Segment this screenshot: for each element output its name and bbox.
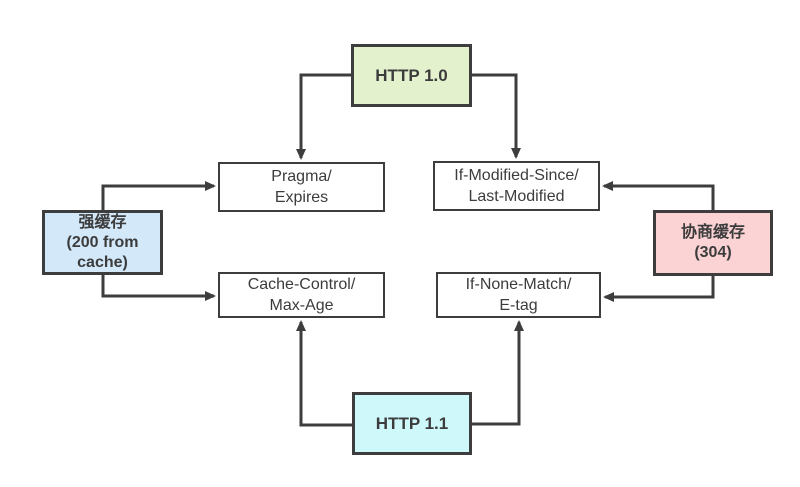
arrow-http11-to-if-none-match (472, 320, 524, 426)
arrow-strong-cache-to-pragma-expires (101, 181, 216, 210)
node-cache-control-line2: Max-Age (269, 297, 334, 314)
node-if-none-match-line2: E-tag (499, 297, 538, 314)
node-strong-cache: 强缓存 (200 from cache) (42, 210, 163, 275)
node-cache-control-line1: Cache-Control/ (247, 276, 356, 293)
node-pragma-expires-line1: Pragma/ (271, 168, 332, 185)
node-negotiate-cache-line2: (304) (694, 244, 732, 261)
node-cache-control: Cache-Control/ Max-Age (218, 272, 385, 318)
arrow-negotiate-cache-to-if-none-match (603, 276, 715, 302)
node-pragma-expires-line2: Expires (274, 189, 329, 206)
node-strong-cache-line1: 强缓存 (78, 213, 127, 231)
node-negotiate-cache-line1: 协商缓存 (680, 224, 745, 241)
node-if-modified-since: If-Modified-Since/ Last-Modified (433, 161, 600, 211)
node-http-1-1-label: HTTP 1.1 (375, 413, 449, 433)
node-if-modified-since-line2: Last-Modified (468, 188, 565, 205)
node-http-1-0: HTTP 1.0 (351, 44, 472, 107)
node-http-1-1: HTTP 1.1 (352, 392, 472, 455)
node-strong-cache-line3: cache) (77, 253, 128, 271)
node-if-none-match-line1: If-None-Match/ (465, 276, 572, 293)
arrow-http10-to-if-modified-since (472, 73, 521, 159)
node-if-none-match: If-None-Match/ E-tag (436, 272, 601, 318)
arrow-strong-cache-to-cache-control (101, 275, 216, 301)
arrow-http11-to-cache-control (296, 320, 352, 427)
node-negotiate-cache: 协商缓存 (304) (653, 210, 773, 276)
node-strong-cache-line2: (200 from (66, 233, 139, 251)
node-if-modified-since-line1: If-Modified-Since/ (454, 167, 579, 184)
arrow-http10-to-pragma-expires (296, 73, 351, 160)
node-pragma-expires: Pragma/ Expires (218, 162, 385, 212)
arrow-negotiate-cache-to-if-modified-since (602, 181, 715, 210)
node-http-1-0-label: HTTP 1.0 (375, 65, 448, 85)
